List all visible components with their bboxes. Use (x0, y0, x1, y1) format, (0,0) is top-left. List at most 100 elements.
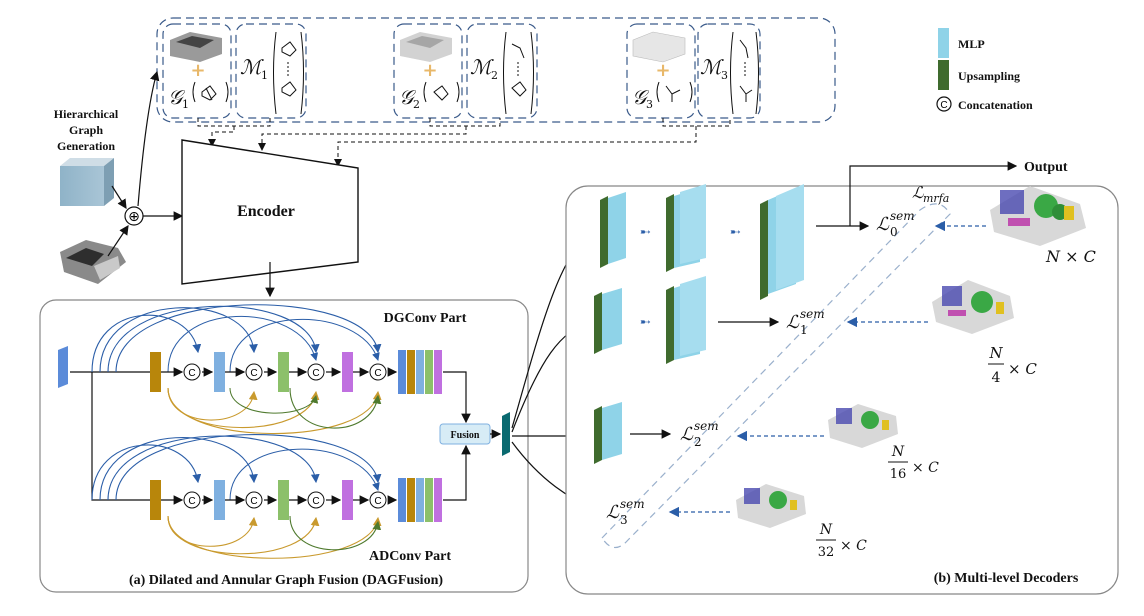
size-3-denominator: 32 (818, 545, 835, 560)
m1-symbol: ℳ (240, 55, 264, 79)
plus-icon: + (190, 60, 205, 81)
graph-g3-box (626, 23, 696, 119)
graph-g2-box (393, 23, 463, 119)
graph-to-encoder-connectors (197, 118, 731, 167)
arrow-icon: ➸ (640, 315, 651, 330)
g3-label: 𝒢 3 (632, 85, 653, 111)
stacked-feature-blocks-top (398, 350, 442, 394)
g3-subscript: 3 (646, 98, 653, 111)
graph-generation: Hierarchical Graph Generation ⊕ (54, 70, 184, 284)
m2-symbol: ℳ (470, 55, 494, 79)
dagfusion-panel: DGConv Part ADConv Part (a) Dilated and … (39, 299, 529, 593)
loss-3-symbol: ℒ (606, 502, 620, 523)
dagfusion-caption: (a) Dilated and Annular Graph Fusion (DA… (129, 573, 443, 588)
concatenation-icon (936, 96, 952, 112)
g2-label: 𝒢 2 (399, 85, 420, 111)
loss-1: ℒ sem 1 (786, 307, 825, 337)
concat-node: C (369, 491, 387, 509)
legend: MLP Upsampling C Concatenation (936, 28, 1033, 112)
loss-2-symbol: ℒ (680, 424, 694, 445)
upsampling-legend-label: Upsampling (958, 69, 1020, 83)
loss-0: ℒ sem 0 (876, 209, 915, 239)
adconv-row: C C C C (91, 434, 471, 559)
graph-sketch-g2 (423, 81, 460, 103)
mrfa-label: ℒ mrfa (912, 183, 949, 205)
graph-sketch-g1 (192, 81, 229, 103)
green-feature-block (278, 480, 289, 520)
concat-node-letter: C (312, 496, 319, 507)
point-cloud-thumb-3 (632, 31, 686, 63)
output-label: Output (1024, 160, 1068, 175)
loss-3-superscript: sem (620, 497, 645, 511)
loss-3: ℒ sem 3 (606, 497, 645, 527)
graph-generation-title-line-3: Generation (57, 139, 115, 153)
g3-symbol: 𝒢 (632, 85, 650, 109)
graphs-container (156, 17, 836, 123)
arrow-icon: ➸ (730, 225, 741, 240)
loss-1-superscript: sem (800, 307, 825, 321)
loss-2-superscript: sem (694, 419, 719, 433)
decoder-level-0: ➸ ➸ Output (600, 160, 1068, 300)
loss-2-subscript: 2 (694, 435, 702, 449)
mlp-legend-swatch (938, 28, 949, 58)
mlp-legend-label: MLP (958, 37, 985, 51)
ground-truth-arrows (668, 220, 986, 518)
concat-node: C (307, 491, 325, 509)
loss-1-symbol: ℒ (786, 312, 800, 333)
upsampling-legend-swatch (938, 60, 949, 90)
graph-sketch-g3 (656, 81, 693, 103)
size-label-0: N × C (1045, 247, 1096, 266)
loss-3-subscript: 3 (620, 513, 628, 527)
mrfa-band (601, 203, 951, 549)
concat-node-letter: C (188, 368, 195, 379)
stacked-feature-blocks-bottom (398, 478, 442, 522)
mrfa-symbol: ℒ (912, 183, 924, 202)
concatenation-icon-letter: C (940, 100, 947, 111)
size-1-denominator: 4 (992, 370, 1001, 386)
decoder-level-2 (594, 402, 672, 464)
cube-icon (60, 158, 114, 206)
size-label-1: N 4 × C (988, 344, 1037, 386)
concat-node: C (245, 363, 263, 381)
plus-icon: + (655, 60, 670, 81)
point-cloud-level-0 (990, 186, 1086, 246)
decoder-level-1: ➸ (594, 276, 780, 364)
fused-feature-block (502, 412, 510, 456)
brown-feature-block (150, 480, 161, 520)
size-3-numerator: N (819, 522, 833, 538)
graph-generation-title-line-2: Graph (69, 123, 103, 137)
dagfusion-panel-frame (39, 299, 529, 593)
g2-symbol: 𝒢 (399, 85, 417, 109)
dgconv-part-label: DGConv Part (384, 311, 467, 326)
arrow-icon: ➸ (640, 225, 651, 240)
concat-node: C (307, 363, 325, 381)
size-2-suffix: × C (912, 460, 939, 476)
green-feature-block (278, 352, 289, 392)
concat-node: C (183, 491, 201, 509)
encoder-trapezoid (181, 139, 359, 285)
concat-node: C (183, 363, 201, 381)
purple-feature-block (342, 480, 353, 520)
encoder-label: Encoder (237, 203, 295, 220)
graph-group-2: + 𝒢 2 ℳ 2 (393, 23, 538, 119)
concat-node-letter: C (250, 496, 257, 507)
size-label-3: N 32 × C (816, 522, 867, 560)
decoders-panel: (b) Multi-level Decoders ℒ mrfa ➸ ➸ Outp… (565, 160, 1119, 595)
brown-feature-block (150, 352, 161, 392)
size-1-suffix: × C (1008, 360, 1037, 378)
blue-feature-block (214, 480, 225, 520)
size-label-2: N 16 × C (888, 444, 939, 482)
concat-node: C (369, 363, 387, 381)
concat-node-letter: C (250, 368, 257, 379)
graph-m3-box (697, 23, 761, 119)
size-2-denominator: 16 (890, 467, 907, 482)
loss-1-subscript: 1 (800, 323, 808, 337)
graph-g1-box (162, 23, 232, 119)
loss-0-subscript: 0 (890, 225, 898, 239)
mrfa-subscript: mrfa (923, 192, 949, 205)
concat-node-letter: C (312, 368, 319, 379)
graph-sketch-m1 (273, 31, 304, 115)
concatenation-legend-label: Concatenation (958, 98, 1033, 112)
m3-symbol: ℳ (700, 55, 724, 79)
point-cloud-level-1 (932, 280, 1014, 334)
